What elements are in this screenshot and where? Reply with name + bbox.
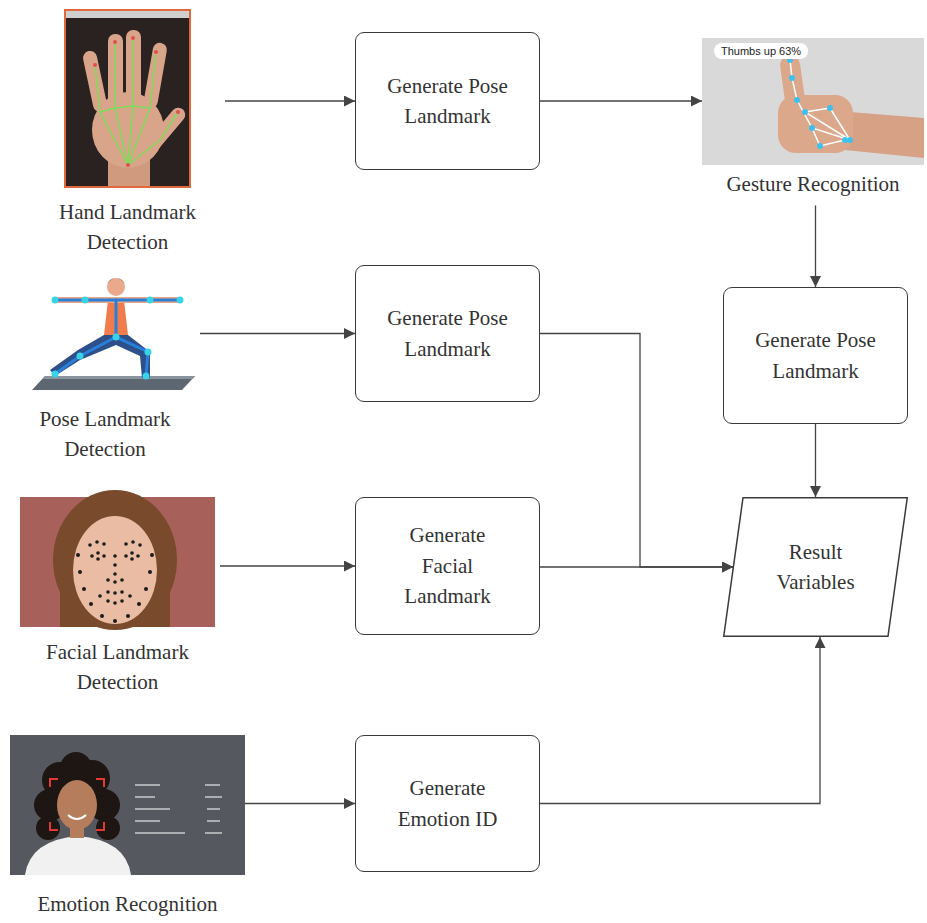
process-box: Generate Pose Landmark bbox=[355, 32, 540, 170]
image-caption: Pose Landmark Detection bbox=[10, 404, 200, 465]
flow-arrow bbox=[815, 205, 816, 287]
parallelogram-shape bbox=[724, 498, 908, 637]
box-label: Generate Pose Landmark bbox=[736, 325, 895, 386]
process-box: Generate Pose Landmark bbox=[355, 265, 540, 402]
hand-image bbox=[65, 10, 190, 187]
flow-arrow bbox=[815, 424, 816, 497]
gesture-label: Thumbs up 63% bbox=[714, 43, 808, 59]
process-box: Generate Pose Landmark bbox=[723, 287, 908, 424]
face-image bbox=[20, 490, 215, 630]
image-caption: Gesture Recognition bbox=[702, 169, 924, 199]
flow-arrow bbox=[540, 100, 702, 101]
image-caption: Facial Landmark Detection bbox=[15, 637, 220, 698]
box-label: Generate Emotion ID bbox=[386, 773, 509, 834]
image-node: Thumbs up 63% Gesture Recognition bbox=[702, 38, 924, 199]
flow-arrow bbox=[540, 637, 820, 804]
image-node: Emotion Recognition bbox=[10, 735, 245, 919]
parallelogram-outline bbox=[723, 497, 908, 637]
emotion-image bbox=[10, 735, 245, 875]
flow-arrow bbox=[245, 803, 355, 804]
box-label: Generate Facial Landmark bbox=[386, 520, 509, 611]
flow-arrow bbox=[220, 565, 355, 566]
flow-arrow bbox=[225, 100, 355, 101]
image-node: Hand Landmark Detection bbox=[30, 10, 225, 258]
image-caption: Emotion Recognition bbox=[10, 889, 245, 919]
process-box: Generate Emotion ID bbox=[355, 735, 540, 872]
image-node: Facial Landmark Detection bbox=[15, 497, 220, 698]
pose-image bbox=[32, 278, 195, 390]
image-caption: Hand Landmark Detection bbox=[30, 197, 225, 258]
image-node: Pose Landmark Detection bbox=[10, 270, 200, 465]
result-parallelogram: Result Variables bbox=[723, 497, 908, 637]
flow-arrow bbox=[540, 334, 733, 568]
box-label: Result Variables bbox=[768, 537, 863, 598]
box-label: Generate Pose Landmark bbox=[368, 71, 527, 132]
flow-arrow bbox=[540, 566, 733, 567]
box-label: Generate Pose Landmark bbox=[368, 303, 527, 364]
flow-arrow bbox=[200, 333, 355, 334]
gesture-image bbox=[702, 38, 924, 165]
process-box: Generate Facial Landmark bbox=[355, 497, 540, 635]
